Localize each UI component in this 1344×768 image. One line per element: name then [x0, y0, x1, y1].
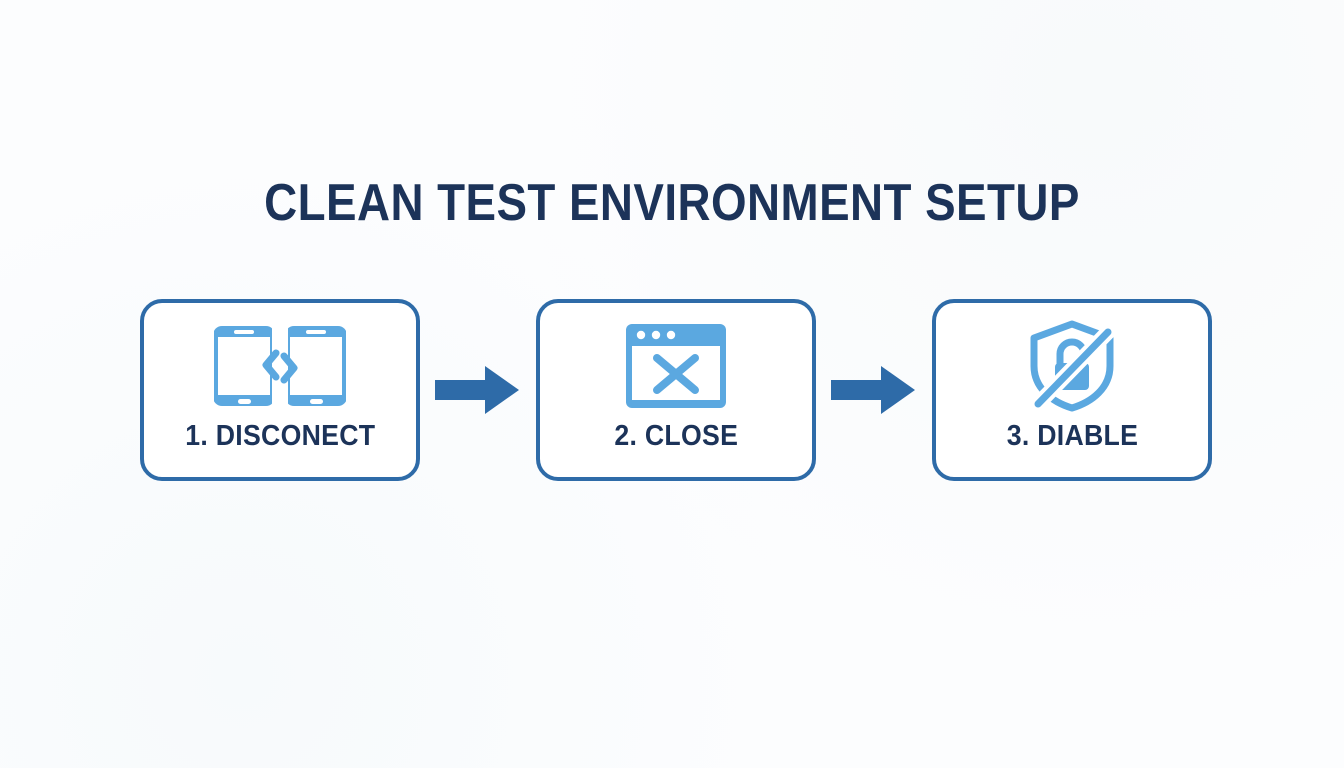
arrow-right-icon — [435, 362, 521, 418]
step-card-disconnect[interactable]: 1. DISCONECT — [140, 299, 420, 481]
step-card-close[interactable]: 2. CLOSE — [536, 299, 816, 481]
two-phones-disconnect-icon — [214, 320, 346, 412]
browser-window-close-icon — [624, 320, 728, 412]
step-label: 1. DISCONECT — [184, 420, 376, 452]
arrow-right-icon — [831, 362, 917, 418]
process-flow: 1. DISCONECT — [140, 299, 1212, 481]
step-label: 2. CLOSE — [614, 420, 738, 452]
page-title: CLEAN TEST ENVIRONMENT SETUP — [264, 174, 1080, 232]
shield-lock-disabled-icon — [1022, 320, 1122, 412]
step-card-disable[interactable]: 3. DIABLE — [932, 299, 1212, 481]
step-label: 3. DIABLE — [1006, 420, 1138, 452]
